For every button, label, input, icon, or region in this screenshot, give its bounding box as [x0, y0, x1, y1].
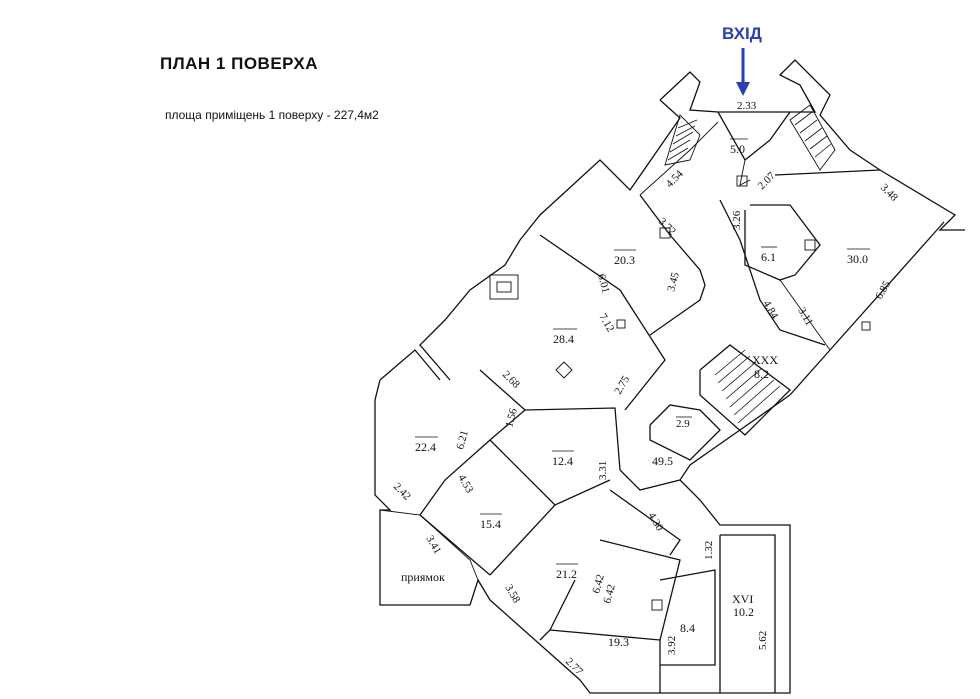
dim-label: 3.41	[423, 534, 443, 557]
dim-label: 4.30	[645, 511, 665, 534]
stair-room-number: XXX	[752, 353, 778, 367]
room-area-30: 30.0	[847, 252, 868, 266]
entry-pit-label: приямок	[401, 570, 445, 584]
room-area-12: 12.4	[552, 454, 573, 468]
room-area-8: 8.4	[680, 621, 695, 635]
room-xvi-number: XVI	[732, 592, 753, 606]
dim-label: 2.42	[391, 481, 413, 503]
dim-label: 3.72	[656, 216, 678, 238]
dim-label: 6.42	[601, 583, 618, 605]
room-area-2: 2.9	[676, 418, 690, 430]
dim-label: 6.21	[454, 429, 471, 451]
dim-label: 3.31	[597, 461, 609, 480]
room-labels: 5.0 20.3 6.1 30.0 28.4 XXX 8.2 2.9 22.4 …	[401, 138, 870, 649]
stair-room-area: 8.2	[754, 367, 769, 381]
dim-label: 3.58	[502, 583, 522, 606]
room-area-22: 22.4	[415, 440, 436, 454]
dim-label: 7.12	[596, 312, 616, 335]
dim-label: 4.84	[760, 299, 780, 322]
hall-area: 49.5	[652, 454, 673, 468]
dim-label: 2.07	[756, 170, 778, 192]
room-area-21: 21.2	[556, 567, 577, 581]
area-summary: площа приміщень 1 поверху - 227,4м2	[165, 108, 379, 122]
column-marks	[489, 175, 871, 611]
dim-label: 2.33	[737, 100, 757, 112]
entrance-label: ВХІД	[722, 24, 762, 43]
dim-label: 3.26	[731, 210, 743, 230]
dimension-labels: 2.33 4.54 2.07 3.48 3.72 3.26 6.01 3.45 …	[391, 100, 900, 678]
room-area-6: 6.1	[761, 250, 776, 264]
dim-label: 2.77	[563, 656, 585, 678]
stair-flight	[714, 349, 781, 424]
stair-hatching-right	[789, 104, 836, 171]
dim-label: 6.01	[595, 273, 612, 295]
inner-walls	[379, 111, 881, 693]
room-xvi-area: 10.2	[733, 605, 754, 619]
entrance-arrow-icon	[736, 48, 750, 96]
dim-label: 6.42	[590, 573, 607, 595]
dim-label: 1.32	[703, 541, 715, 560]
dim-label: 2.75	[612, 373, 632, 396]
dim-label: 3.48	[878, 182, 900, 204]
room-area-19: 19.3	[608, 635, 629, 649]
dim-label: 2.68	[500, 369, 522, 391]
dim-label: 3.45	[665, 271, 682, 293]
room-area-20: 20.3	[614, 253, 635, 267]
dim-label: 3.92	[666, 636, 678, 655]
stair-hatching-left	[664, 114, 701, 166]
room-area-vestibule: 5.0	[730, 142, 745, 156]
dim-label: 5.62	[757, 631, 769, 650]
room-area-15: 15.4	[480, 517, 501, 531]
dim-label: 4.53	[455, 473, 475, 496]
dim-label: 1.56	[503, 407, 520, 429]
plan-title: ПЛАН 1 ПОВЕРХА	[160, 54, 318, 73]
room-area-28: 28.4	[553, 332, 574, 346]
